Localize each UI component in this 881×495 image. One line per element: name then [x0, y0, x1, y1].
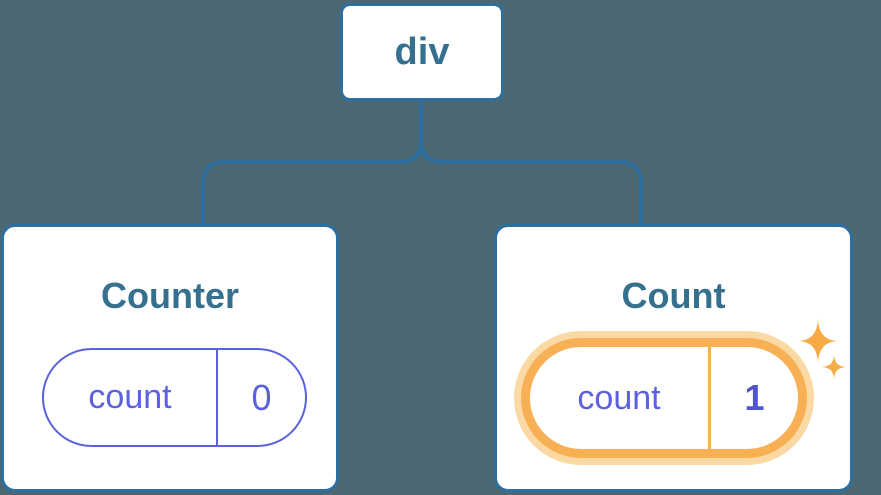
tree-root-node-div: div: [340, 3, 504, 101]
component-card-counter: Counter count 0: [1, 224, 339, 492]
connector-right-branch: [419, 99, 643, 226]
state-key: count: [530, 347, 711, 449]
connector-left-branch: [201, 99, 423, 226]
state-pill: count 0: [42, 348, 307, 447]
card-title: Count: [621, 275, 726, 316]
component-card-count: Count count 1: [494, 224, 853, 492]
sparkle-large-icon: [797, 317, 839, 365]
state-key: count: [44, 350, 218, 445]
card-title: Counter: [101, 275, 239, 316]
state-pill-highlighted: count 1: [521, 338, 807, 458]
state-value: 0: [251, 376, 272, 418]
root-node-label: div: [394, 30, 450, 73]
state-value: 1: [744, 377, 765, 418]
sparkle-small-icon: [821, 354, 847, 380]
